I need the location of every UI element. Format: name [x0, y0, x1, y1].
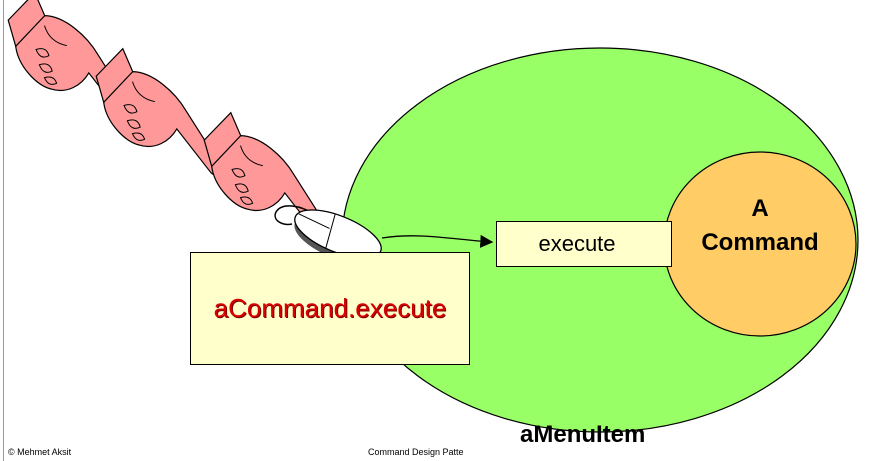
- call-label: aCommand.execute: [213, 293, 447, 323]
- left-border-line: [3, 0, 4, 461]
- execute-label: execute: [538, 231, 616, 256]
- command-label-line2: Command: [701, 229, 819, 256]
- footer-author: © Mehmet Aksit: [8, 447, 72, 457]
- footer-title: Command Design Patte: [368, 447, 464, 457]
- command-label: A Command: [680, 192, 840, 260]
- arrow-icon: [381, 234, 494, 248]
- call-box: aCommand.execute: [190, 252, 470, 365]
- command-label-line1: A: [751, 195, 769, 222]
- execute-method-box: execute: [496, 221, 672, 267]
- menu-item-label: aMenuItem: [520, 421, 646, 448]
- mouse-cable: [274, 205, 317, 226]
